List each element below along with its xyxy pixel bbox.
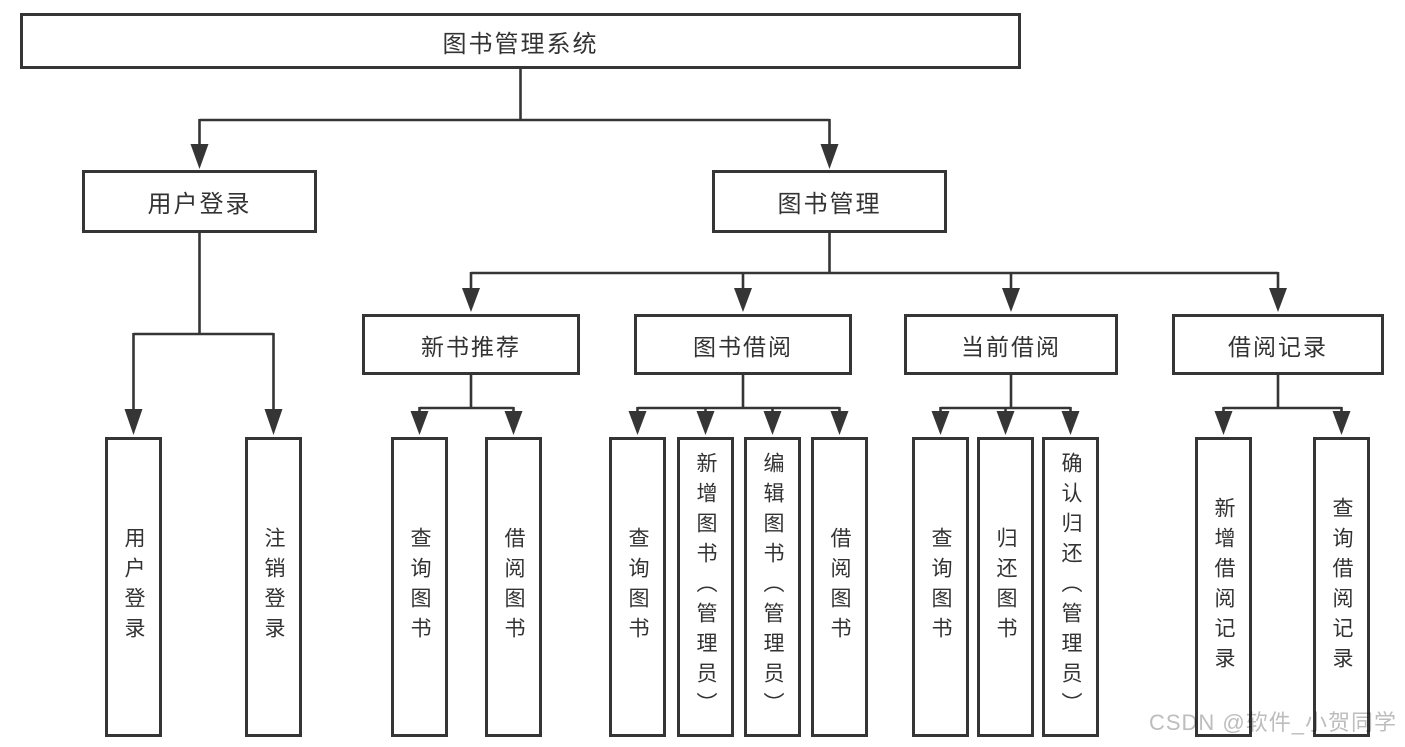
node-book-management-system: 图书管理系统 — [20, 13, 1021, 69]
leaf-query-books-borrow: 查询图书 — [609, 437, 666, 737]
node-user-login: 用户登录 — [82, 170, 317, 233]
node-book-management: 图书管理 — [712, 170, 947, 233]
node-borrow-records: 借阅记录 — [1172, 314, 1384, 375]
leaf-logout: 注销登录 — [245, 437, 302, 737]
leaf-query-borrow-record: 查询借阅记录 — [1313, 437, 1370, 737]
leaf-edit-book-admin: 编辑图书（管理员） — [744, 437, 801, 737]
node-new-book-recommend: 新书推荐 — [362, 314, 580, 375]
leaf-query-books-current: 查询图书 — [912, 437, 969, 737]
leaf-add-borrow-record: 新增借阅记录 — [1195, 437, 1252, 737]
leaf-borrow-books: 借阅图书 — [811, 437, 868, 737]
leaf-user-login: 用户登录 — [105, 437, 162, 737]
watermark: CSDN @软件_小贺同学 — [1148, 710, 1397, 735]
leaf-return-book: 归还图书 — [977, 437, 1034, 737]
leaf-borrow-books-recommend: 借阅图书 — [485, 437, 542, 737]
node-current-borrow: 当前借阅 — [904, 314, 1118, 375]
leaf-query-books-recommend: 查询图书 — [391, 437, 448, 737]
node-book-borrow: 图书借阅 — [634, 314, 852, 375]
leaf-confirm-return-admin: 确认归还（管理员） — [1042, 437, 1099, 737]
leaf-add-book-admin: 新增图书（管理员） — [677, 437, 734, 737]
